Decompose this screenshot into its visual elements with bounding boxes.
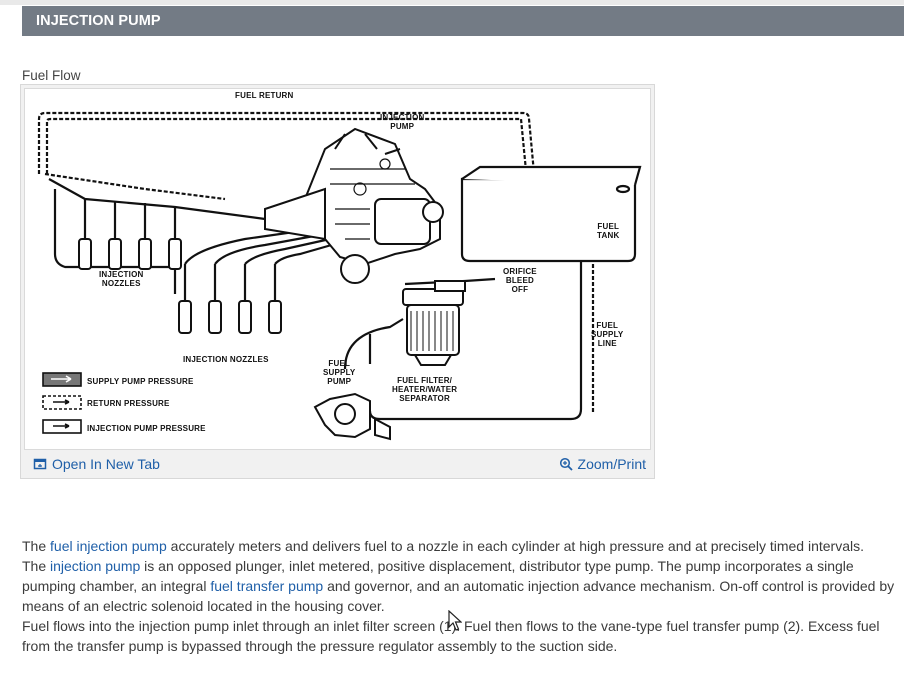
link-fuel-injection-pump[interactable]: fuel injection pump [50,538,167,554]
label-injection-nozzles-bottom: INJECTION NOZZLES [183,355,269,364]
text-segment: accurately meters and delivers fuel to a… [166,538,865,554]
legend-supply-pump-pressure: SUPPLY PUMP PRESSURE [87,377,194,386]
text-segment: and governor, and an automatic injection… [22,578,895,614]
paragraph-fuel-flow-description: Fuel flows into the injection pump inlet… [22,618,880,654]
fuel-flow-diagram[interactable]: FUEL RETURN INJECTION PUMP FUEL TANK INJ… [24,88,651,450]
label-fuel-filter: FUEL FILTER/ HEATER/WATER SEPARATOR [392,376,458,403]
label-fuel-tank: FUEL TANK [597,222,620,240]
figure-container: FUEL RETURN INJECTION PUMP FUEL TANK INJ… [20,84,655,479]
open-in-new-tab-link[interactable]: Open In New Tab [33,456,160,472]
section-title: INJECTION PUMP [36,13,161,29]
label-fuel-supply-pump: FUEL SUPPLY PUMP [323,359,356,386]
label-fuel-supply-line: FUEL SUPPLY LINE [591,321,624,348]
label-injection-pump: INJECTION PUMP [380,113,425,131]
text-segment: The [22,558,51,574]
zoom-in-icon [559,457,573,471]
label-orifice-bleed-off: ORIFICE BLEED OFF [503,267,537,294]
open-in-new-tab-label: Open In New Tab [52,456,160,472]
link-fuel-transfer-pump[interactable]: fuel transfer pump [210,578,324,594]
paragraph-injection-pump-description: The fuel injection pump accurately meter… [22,536,902,616]
legend-injection-pump-pressure: INJECTION PUMP PRESSURE [87,424,206,433]
zoom-print-link[interactable]: Zoom/Print [559,456,646,472]
zoom-print-label: Zoom/Print [577,456,646,472]
diagram-drawing [37,111,642,441]
open-new-tab-icon [33,458,47,470]
text-segment: is an opposed plunger, inlet metered, po… [22,558,854,594]
legend-return-pressure: RETURN PRESSURE [87,399,170,408]
article-body: The fuel injection pump accurately meter… [22,536,902,656]
figure-caption: Fuel Flow [22,68,81,83]
figure-actions: Open In New Tab Zoom/Print [21,452,654,478]
section-header: INJECTION PUMP [22,6,904,36]
top-rule [0,0,904,5]
text-segment: The [22,538,51,554]
label-injection-nozzles-left: INJECTION NOZZLES [99,270,144,288]
link-injection-pump[interactable]: injection pump [50,558,141,574]
label-fuel-return: FUEL RETURN [235,91,294,100]
